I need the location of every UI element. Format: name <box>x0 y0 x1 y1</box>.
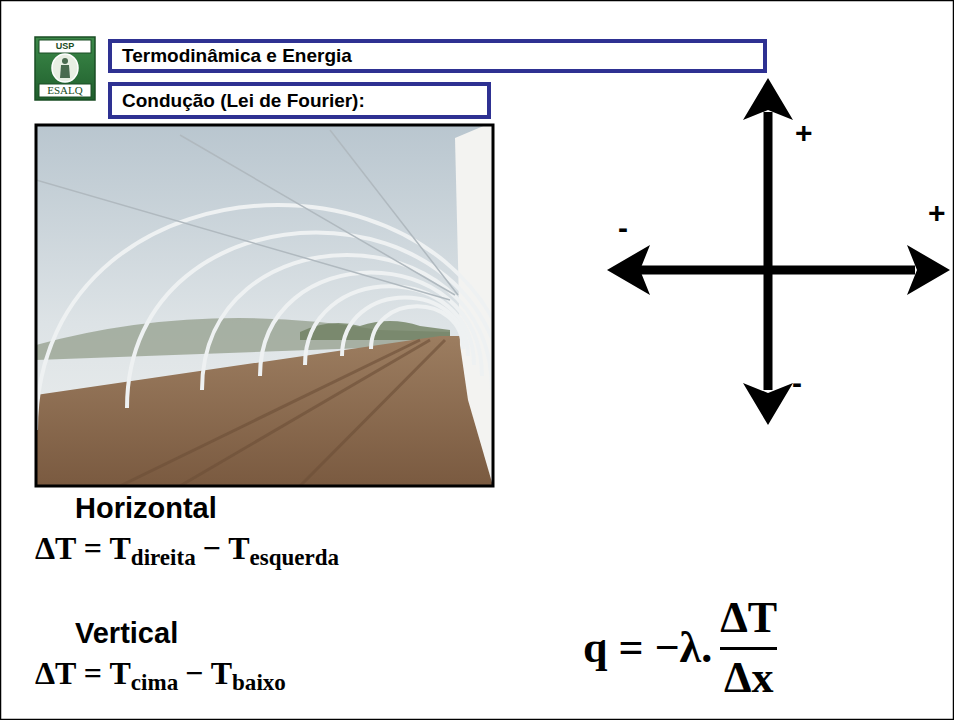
denominator: Δx <box>724 652 774 703</box>
photo-frame <box>36 125 493 486</box>
subscript: baixo <box>232 669 286 696</box>
equation-term: ΔT = T <box>35 530 131 567</box>
title-box: Termodinâmica e Energia <box>108 39 767 73</box>
logo-text: USP <box>56 42 75 51</box>
equation: ΔT = Tcima− Tbaixo <box>35 655 293 692</box>
section-heading: Horizontal <box>75 494 217 523</box>
fraction: ΔT Δx <box>720 592 777 703</box>
title-box: Condução (Lei de Fourier): <box>108 82 491 119</box>
axis-sign: + <box>928 198 946 228</box>
equation-term: − T <box>203 530 250 567</box>
logo-text: ESALQ <box>47 85 82 96</box>
subscript: direita <box>131 544 196 571</box>
subscript: esquerda <box>250 544 340 571</box>
section-heading: Vertical <box>75 619 178 648</box>
title-text: Condução (Lei de Fourier): <box>122 90 365 112</box>
numerator: ΔT <box>720 592 777 643</box>
fraction-bar <box>720 647 777 650</box>
esalq-logo <box>35 37 95 100</box>
sign-convention-axes <box>607 78 950 425</box>
equation-term: q = −λ. <box>583 622 712 673</box>
title-text: Termodinâmica e Energia <box>122 45 352 67</box>
fourier-equation: q = −λ.ΔT Δx <box>583 592 777 703</box>
axis-sign: - <box>618 213 628 243</box>
greenhouse-photo <box>36 125 493 486</box>
axis-sign: + <box>795 118 813 148</box>
axis-sign: - <box>792 368 802 398</box>
equation-term: ΔT = T <box>35 655 131 692</box>
subscript: cima <box>131 669 178 696</box>
equation: ΔT = Tdireita− Tesquerda <box>35 530 346 567</box>
equation-term: − T <box>185 655 232 692</box>
